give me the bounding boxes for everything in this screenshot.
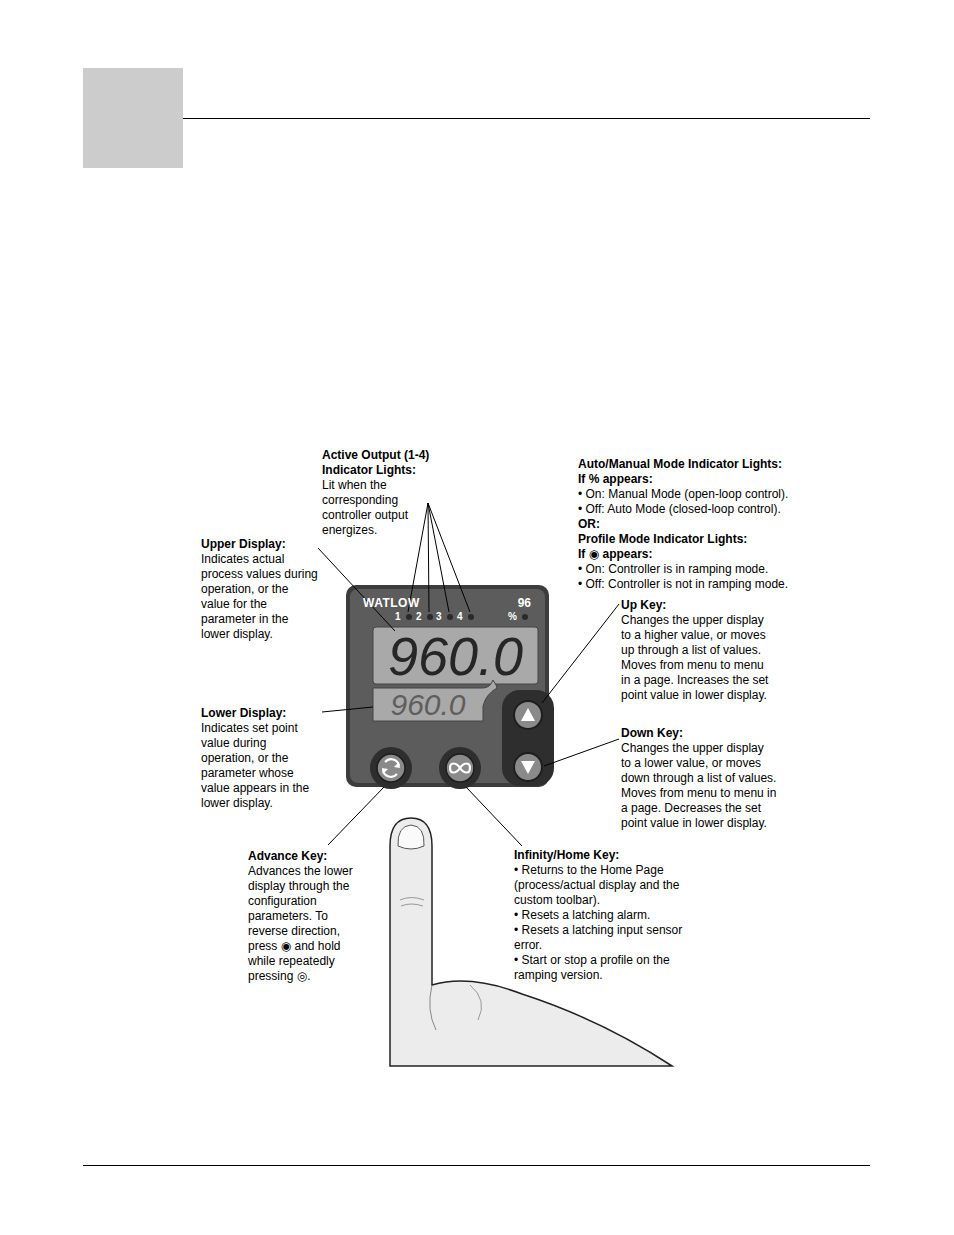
callout-text: Indicates set point value during operati… [201, 721, 321, 811]
controller-bezel [346, 585, 554, 789]
lower-display-callout: Lower Display:Indicates set point value … [201, 706, 321, 811]
model-number: 96 [518, 597, 531, 609]
callout-heading: Advance Key: [248, 849, 368, 864]
brand-logo: WATLOW [363, 597, 420, 609]
callout-text: Changes the upper display to a lower val… [621, 741, 777, 831]
callout-heading: Active Output (1-4) Indicator Lights: [322, 448, 444, 478]
up-key-callout: Up Key:Changes the upper display to a hi… [621, 598, 773, 703]
callout-heading: Infinity/Home Key: [514, 848, 706, 863]
indicator-label: 4 [457, 611, 463, 623]
callout-heading: Upper Display: [201, 537, 319, 552]
indicator-label: 2 [416, 611, 422, 623]
callout-heading: Lower Display: [201, 706, 321, 721]
callout-heading: Auto/Manual Mode Indicator Lights: [578, 457, 814, 472]
set-point-value: 960.0 [390, 690, 465, 720]
indicator-label: % [508, 611, 517, 623]
process-value: 960.0 [388, 629, 523, 683]
callout-heading: If ◉ appears: [578, 547, 814, 562]
down-key-callout: Down Key:Changes the upper display to a … [621, 726, 777, 831]
lower-display: 960.0 [373, 688, 483, 721]
upper-display: 960.0 [373, 627, 538, 684]
callout-text: • Start or stop a profile on the ramping… [514, 953, 706, 983]
callout-heading: Profile Mode Indicator Lights: [578, 532, 814, 547]
callout-text: • Resets a latching alarm. [514, 908, 706, 923]
infinity-key-callout: Infinity/Home Key:• Returns to the Home … [514, 848, 706, 983]
header-rule [183, 118, 870, 119]
callout-heading: If % appears: [578, 472, 814, 487]
active-output-callout: Active Output (1-4) Indicator Lights:Lit… [322, 448, 444, 538]
callout-text: • Returns to the Home Page (process/actu… [514, 863, 706, 908]
callout-text: • On: Manual Mode (open-loop control). [578, 487, 814, 502]
callout-heading: Down Key: [621, 726, 777, 741]
callout-text: • Resets a latching input sensor error. [514, 923, 706, 953]
callout-text: Lit when the corresponding controller ou… [322, 478, 444, 538]
leader-lines [318, 503, 619, 846]
callout-heading: Up Key: [621, 598, 773, 613]
footer-rule [83, 1165, 870, 1166]
callout-text: Changes the upper display to a higher va… [621, 613, 773, 703]
callout-heading: OR: [578, 517, 814, 532]
chapter-tab [83, 68, 183, 168]
callout-text: • Off: Auto Mode (closed-loop control). [578, 502, 814, 517]
callout-text: Advances the lower display through the c… [248, 864, 368, 984]
mode-indicator-callout: Auto/Manual Mode Indicator Lights:If % a… [578, 457, 814, 592]
callout-text: • On: Controller is in ramping mode. [578, 562, 814, 577]
indicator-label: 3 [436, 611, 442, 623]
callout-text: Indicates actual process values during o… [201, 552, 319, 642]
callout-text: • Off: Controller is not in ramping mode… [578, 577, 814, 592]
upper-display-callout: Upper Display:Indicates actual process v… [201, 537, 319, 642]
indicator-label: 1 [395, 611, 401, 623]
controller-faceplate: WATLOW 96 960.0 960.0 [347, 586, 548, 786]
advance-key-callout: Advance Key:Advances the lower display t… [248, 849, 368, 984]
